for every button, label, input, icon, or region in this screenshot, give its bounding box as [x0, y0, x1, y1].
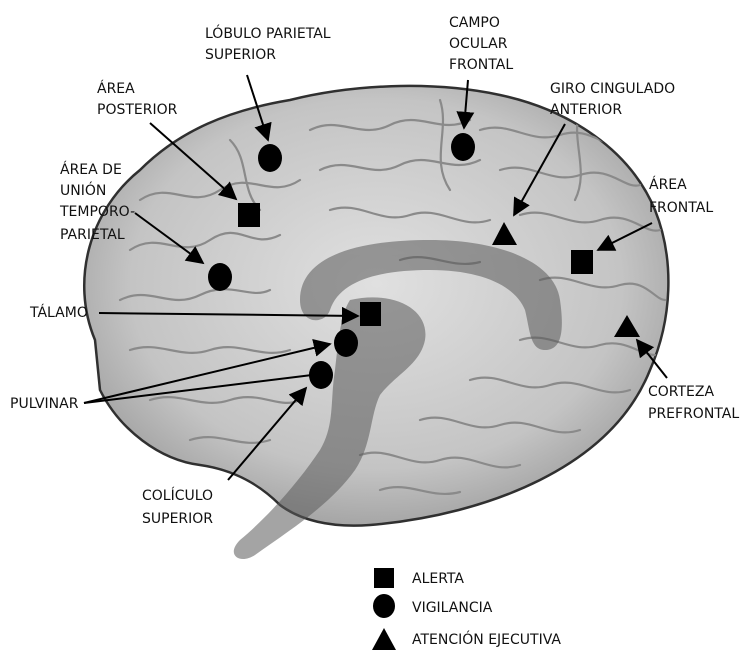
legend: ALERTA VIGILANCIA ATENCIÓN EJECUTIVA — [372, 568, 561, 650]
arrow-corteza-prefrontal — [635, 338, 668, 379]
arrow-area-posterior — [149, 122, 238, 201]
label-area-frontal: ÁREA FRONTAL — [649, 176, 713, 216]
legend-item-alerta: ALERTA — [374, 568, 464, 588]
circle-marker-pulvinar — [334, 329, 358, 357]
brain-gyri — [118, 98, 667, 496]
arrow-lobulo-parietal — [246, 74, 272, 142]
legend-label-vigilancia: VIGILANCIA — [412, 600, 493, 616]
legend-label-atencion-ejecutiva: ATENCIÓN EJECUTIVA — [412, 630, 561, 648]
circle-marker-campo-ocular — [451, 133, 475, 161]
legend-circle-icon — [373, 594, 395, 618]
labels: LÓBULO PARIETAL SUPERIOR CAMPO OCULAR FR… — [10, 15, 739, 527]
square-marker-area-posterior — [238, 203, 260, 227]
legend-item-atencion-ejecutiva: ATENCIÓN EJECUTIVA — [372, 628, 561, 650]
label-pulvinar: PULVINAR — [10, 396, 79, 412]
label-coliculo-superior: COLÍCULO SUPERIOR — [142, 487, 218, 527]
legend-square-icon — [374, 568, 394, 588]
arrow-pulvinar-upper — [83, 339, 332, 404]
circle-marker-coliculo — [309, 361, 333, 389]
arrow-giro-cingulado — [513, 123, 566, 217]
circle-marker-union-temporo — [208, 263, 232, 291]
label-union-temporo: ÁREA DE UNIÓN TEMPORO- PARIETAL — [59, 161, 140, 243]
legend-label-alerta: ALERTA — [412, 571, 464, 587]
label-campo-ocular: CAMPO OCULAR FRONTAL — [449, 15, 513, 73]
arrow-pulvinar-lower — [83, 374, 313, 404]
leader-lines — [83, 74, 668, 481]
arrow-union-temporo — [134, 212, 205, 265]
arrow-area-frontal — [596, 222, 653, 251]
arrow-campo-ocular — [456, 79, 475, 130]
markers — [208, 133, 640, 389]
label-area-posterior: ÁREA POSTERIOR — [97, 80, 178, 118]
circle-marker-lobulo-parietal — [258, 144, 282, 172]
label-talamo: TÁLAMO — [29, 304, 88, 321]
square-marker-area-frontal — [571, 250, 593, 274]
arrow-coliculo — [227, 386, 308, 481]
square-marker-talamo — [360, 302, 381, 326]
legend-triangle-icon — [372, 628, 396, 650]
arrow-talamo — [98, 306, 360, 325]
limbic-overlay — [233, 240, 562, 560]
label-giro-cingulado: GIRO CINGULADO ANTERIOR — [550, 81, 680, 118]
label-corteza-prefrontal: CORTEZA PREFRONTAL — [648, 384, 739, 422]
label-lobulo-parietal: LÓBULO PARIETAL SUPERIOR — [205, 24, 335, 63]
triangle-marker-giro-cingulado — [492, 222, 517, 245]
legend-item-vigilancia: VIGILANCIA — [373, 594, 493, 618]
triangle-marker-corteza-prefrontal — [614, 315, 640, 337]
